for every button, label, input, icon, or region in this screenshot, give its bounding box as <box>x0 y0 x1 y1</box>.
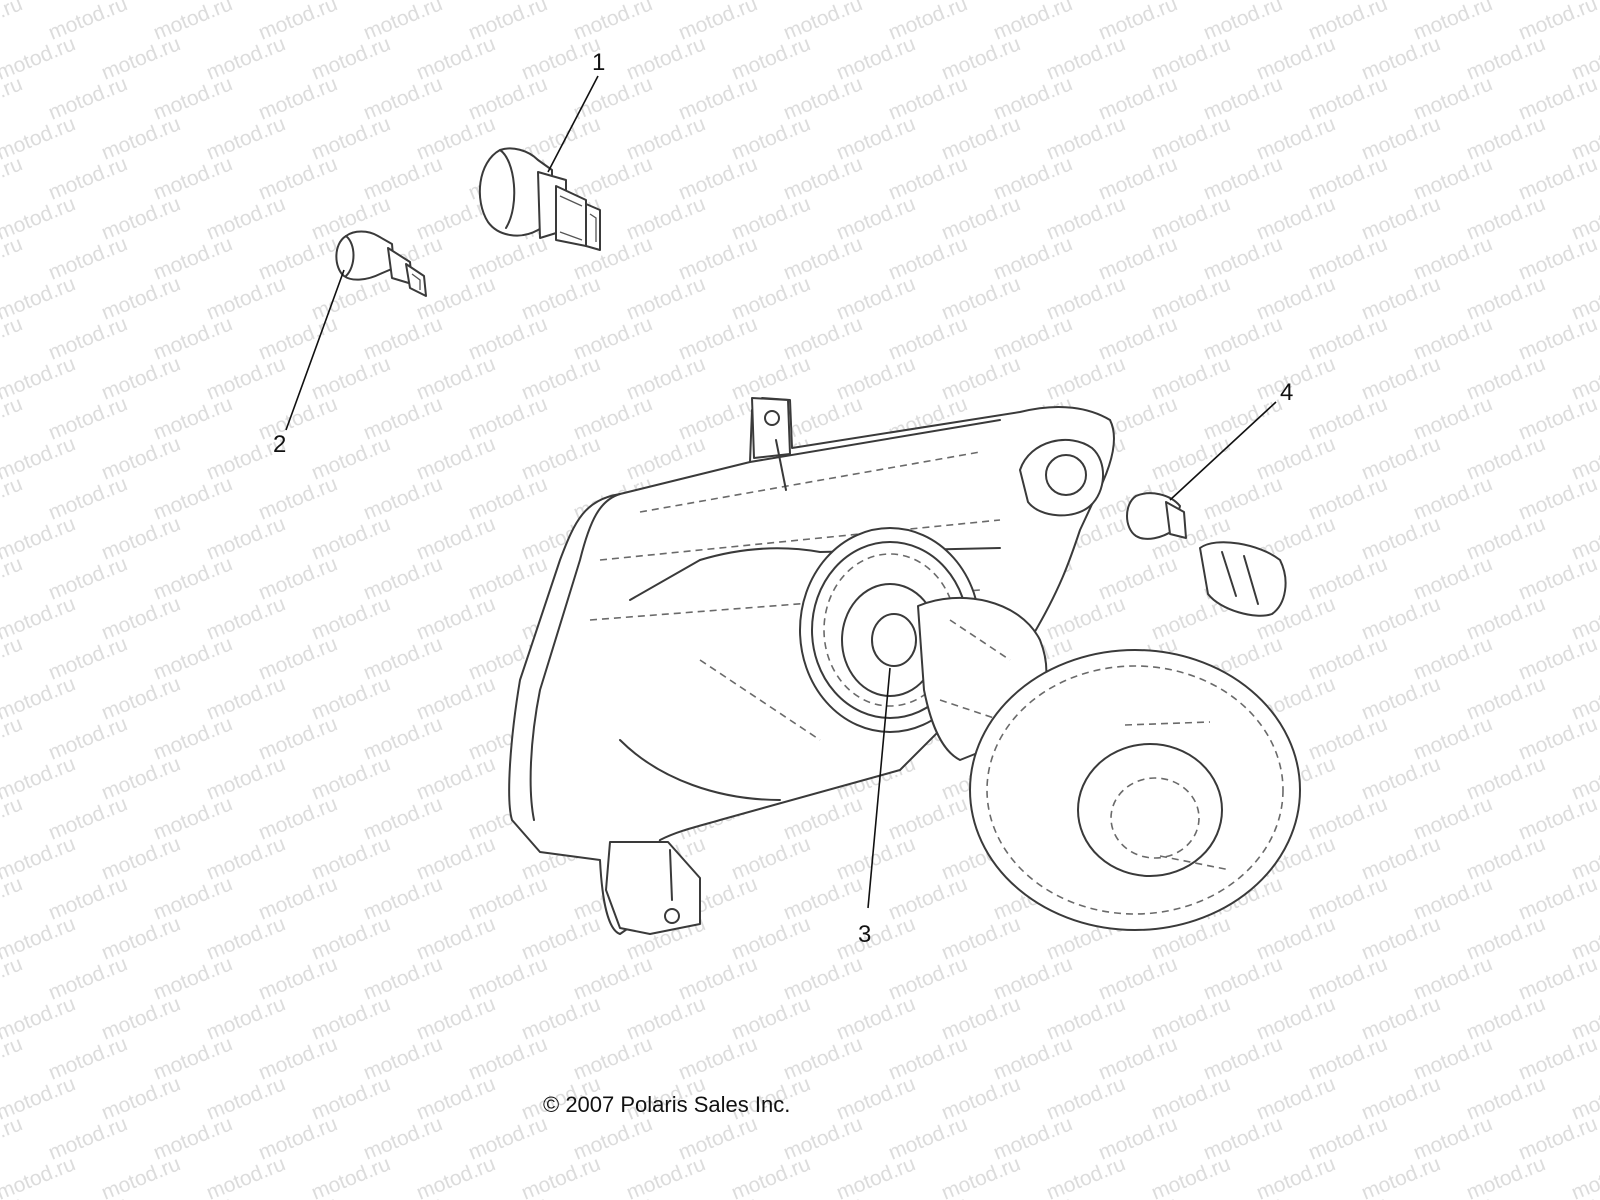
watermark-text: motod.ru <box>675 1192 760 1200</box>
watermark-text: motod.ru <box>360 1192 445 1200</box>
watermark-text: motod.ru <box>1200 1192 1285 1200</box>
headlight-housing-illustration <box>508 397 1301 935</box>
watermark-text: motod.ru <box>0 952 26 1004</box>
watermark-text: motod.ru <box>1095 1192 1180 1200</box>
watermark-text: motod.ru <box>1305 1192 1390 1200</box>
watermark-text: motod.ru <box>0 232 26 284</box>
watermark-text: motod.ru <box>1463 1152 1548 1200</box>
watermark-text: motod.ru <box>1043 1152 1128 1200</box>
watermark-text: motod.ru <box>308 1152 393 1200</box>
watermark-text: motod.ru <box>0 472 26 524</box>
watermark-text: motod.ru <box>255 1192 340 1200</box>
copyright-notice: © 2007 Polaris Sales Inc. <box>543 1092 791 1117</box>
watermark-text: motod.ru <box>0 1032 26 1084</box>
bulb-4-illustration <box>1126 492 1287 617</box>
watermark-text: motod.ru <box>0 872 26 924</box>
watermark-text: motod.ru <box>1515 1192 1600 1200</box>
watermark-text: motod.ru <box>780 1192 865 1200</box>
watermark-text: motod.ru <box>0 792 26 844</box>
watermark-text: motod.ru <box>150 1192 235 1200</box>
watermark-text: motod.ru <box>0 72 26 124</box>
bulb-2-illustration <box>335 230 427 297</box>
watermark-text: motod.ru <box>1253 1152 1338 1200</box>
watermark-text: motod.ru <box>0 1112 26 1164</box>
callout-3: 3 <box>858 921 871 948</box>
watermark-text: motod.ru <box>0 152 26 204</box>
bulb-1-illustration <box>478 147 601 251</box>
watermark-text: motod.ru <box>0 1192 26 1200</box>
watermark-text: motod.ru <box>623 1152 708 1200</box>
watermark-text: motod.ru <box>570 1192 655 1200</box>
callout-4: 4 <box>1280 379 1293 406</box>
watermark-text: motod.ru <box>1568 1152 1600 1200</box>
watermark-text: motod.ru <box>0 0 26 45</box>
leader-line-4 <box>1169 401 1277 501</box>
watermark-text: motod.ru <box>203 1152 288 1200</box>
watermark-text: motod.ru <box>45 1192 130 1200</box>
watermark-text: motod.ru <box>1148 1152 1233 1200</box>
watermark-text: motod.ru <box>0 312 26 364</box>
watermark-text: motod.ru <box>990 1192 1075 1200</box>
leader-line-1 <box>547 75 599 173</box>
watermark-text: motod.ru <box>0 552 26 604</box>
watermark-text: motod.ru <box>938 1152 1023 1200</box>
watermark-text: motod.ru <box>833 1152 918 1200</box>
callout-1: 1 <box>592 49 605 76</box>
leader-line-2 <box>285 269 345 431</box>
watermark-text: motod.ru <box>413 1152 498 1200</box>
watermark-text: motod.ru <box>0 712 26 764</box>
watermark-text: motod.ru <box>98 1152 183 1200</box>
watermark-text: motod.ru <box>728 1152 813 1200</box>
watermark-text: motod.ru <box>1410 1192 1495 1200</box>
watermark-text: motod.ru <box>0 392 26 444</box>
watermark-text: motod.ru <box>885 1192 970 1200</box>
watermark-text: motod.ru <box>0 632 26 684</box>
watermark-text: motod.ru <box>0 1152 79 1200</box>
watermark-text: motod.ru <box>1358 1152 1443 1200</box>
watermark-text: motod.ru <box>465 1192 550 1200</box>
watermark-text: motod.ru <box>518 1152 603 1200</box>
callout-2: 2 <box>273 431 286 458</box>
leader-line-3 <box>867 667 891 909</box>
